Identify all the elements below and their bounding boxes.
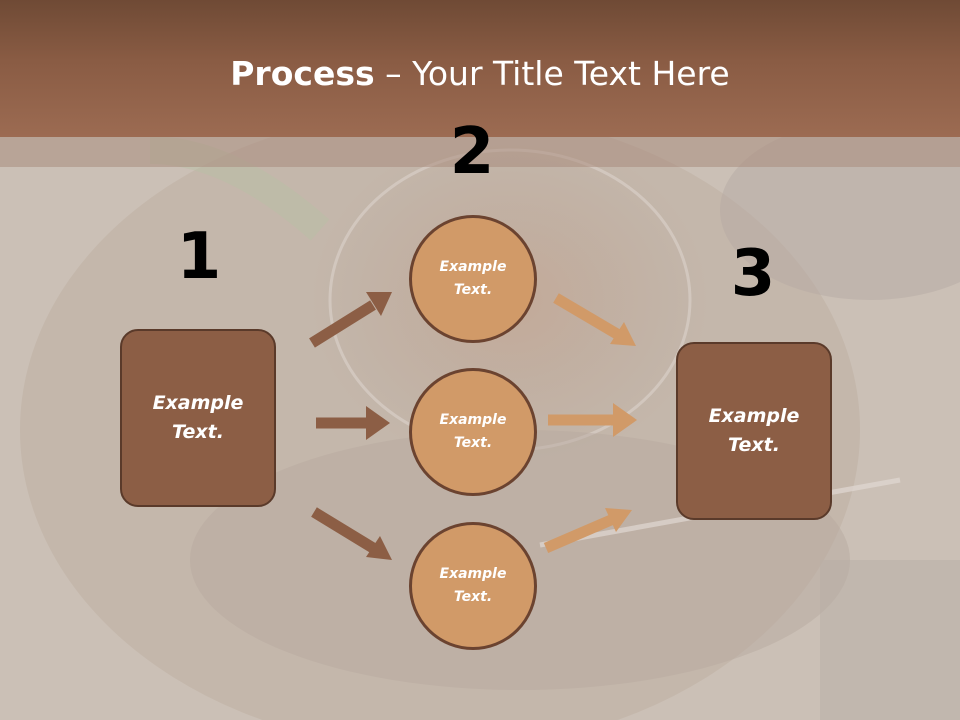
step-circle-bottom: Example Text. — [409, 522, 537, 650]
step-circle-bottom-label: Example Text. — [439, 566, 507, 605]
step-box-1-label: Example Text. — [152, 392, 244, 443]
step-number-2: 2 — [449, 115, 495, 189]
step-box-3-label: Example Text. — [708, 405, 800, 456]
step-circle-top: Example Text. — [409, 215, 537, 343]
slide-title: Process – Your Title Text Here — [0, 52, 960, 96]
step-circle-top-label: Example Text. — [439, 259, 507, 298]
step-number-1: 1 — [176, 220, 222, 294]
step-number-3: 3 — [730, 237, 776, 311]
header-bar — [0, 0, 960, 137]
step-circle-middle-label: Example Text. — [439, 412, 507, 451]
step-box-1: Example Text. — [120, 329, 276, 507]
step-circle-middle: Example Text. — [409, 368, 537, 496]
slide-title-bold: Process — [230, 54, 375, 93]
slide-title-rest: – Your Title Text Here — [374, 54, 730, 93]
header-shadow-band — [0, 137, 960, 167]
step-box-3: Example Text. — [676, 342, 832, 520]
